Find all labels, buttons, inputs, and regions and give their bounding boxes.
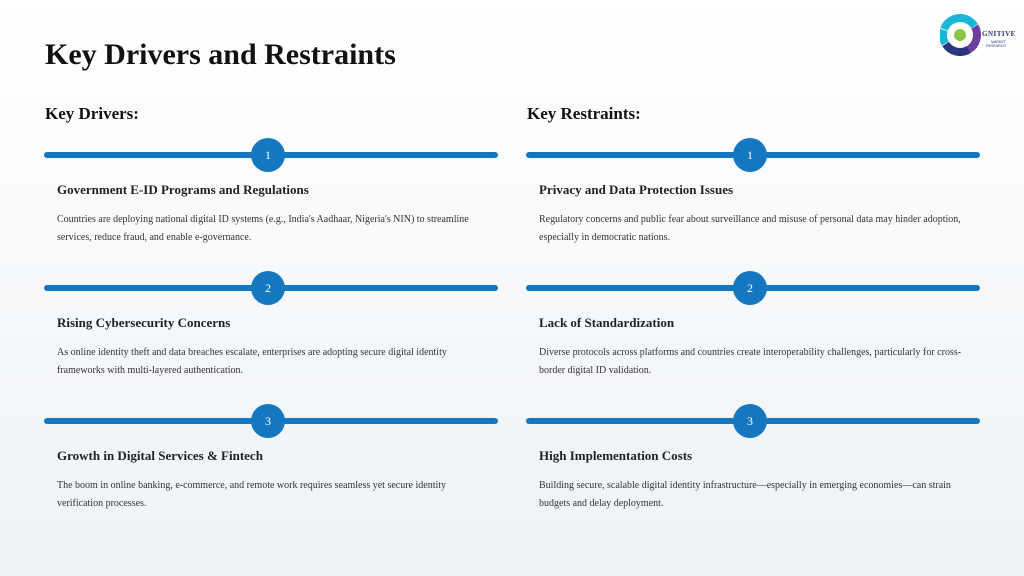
number-badge: 1 [251,138,285,172]
restraint-title: Lack of Standardization [539,315,675,330]
driver-title: Rising Cybersecurity Concerns [57,315,231,330]
company-logo: GNITIVE MARKET RESEARCH [940,14,1015,56]
logo-sub-line1: MARKET [991,40,1006,44]
logo-sub-line2: RESEARCH [986,44,1006,49]
number-badge: 3 [251,404,285,438]
number-badge: 2 [733,271,767,305]
page-title: Key Drivers and Restraints [45,38,396,71]
driver-desc: The boom in online banking, e-commerce, … [57,480,447,509]
number-badge: 2 [251,271,285,305]
restraints-heading: Key Restraints: [527,104,641,123]
restraint-title: High Implementation Costs [539,448,693,463]
restraint-desc: Diverse protocols across platforms and c… [539,347,962,376]
number-badge: 3 [733,404,767,438]
driver-desc: As online identity theft and data breach… [57,347,447,376]
driver-title: Growth in Digital Services & Fintech [57,448,263,463]
number-badge: 1 [733,138,767,172]
driver-desc: Countries are deploying national digital… [57,214,469,243]
restraint-desc: Building secure, scalable digital identi… [539,480,951,509]
restraint-title: Privacy and Data Protection Issues [539,182,734,197]
logo-brand-text: GNITIVE [982,30,1016,38]
logo-c-icon [940,14,981,56]
restraint-desc: Regulatory concerns and public fear abou… [539,214,961,243]
drivers-heading: Key Drivers: [45,104,139,123]
logo-sub-text: MARKET RESEARCH [986,40,1006,49]
driver-title: Government E-ID Programs and Regulations [57,182,309,197]
